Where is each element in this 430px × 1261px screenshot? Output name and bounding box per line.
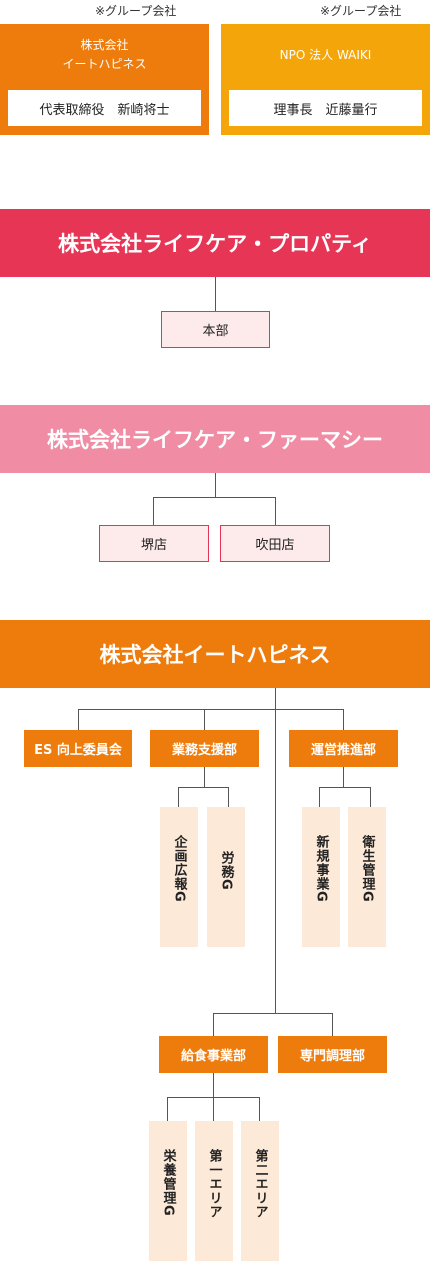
connector <box>213 1097 214 1121</box>
connector <box>215 277 216 311</box>
connector <box>178 787 229 788</box>
property-dept-honbu: 本部 <box>161 311 270 348</box>
group-eisei-kanri: 衛生管理G <box>348 807 386 947</box>
connector <box>178 787 179 807</box>
connector <box>332 1013 333 1036</box>
connector <box>343 767 344 787</box>
group-second-area: 第二エリア <box>241 1121 279 1261</box>
connector <box>343 709 344 730</box>
group-label: 衛生管理G <box>359 835 375 903</box>
group-eiyou-kanri: 栄養管理G <box>149 1121 187 1261</box>
group-first-area: 第一エリア <box>195 1121 233 1261</box>
group-label: 新規事業G <box>313 835 329 903</box>
group-roumu: 労務G <box>207 807 245 947</box>
npo-representative: 理事長 近藤量行 <box>229 90 422 126</box>
group-label: 栄養管理G <box>160 1149 176 1217</box>
connector <box>213 1013 333 1014</box>
connector <box>319 787 371 788</box>
connector <box>153 497 154 525</box>
group-label: 労務G <box>218 851 234 891</box>
group-label: 第一エリア <box>206 1149 222 1219</box>
connector <box>228 787 229 807</box>
group-kikaku-kouhou: 企画広報G <box>160 807 198 947</box>
connector <box>275 688 276 984</box>
group-title-line1: 株式会社 <box>80 38 129 52</box>
business-support-box: 業務支援部 <box>150 730 259 767</box>
eat-happiness-banner: 株式会社イートハピネス <box>0 620 430 688</box>
connector <box>78 709 79 730</box>
connector <box>275 984 276 1014</box>
specialized-cooking-box: 専門調理部 <box>278 1036 387 1073</box>
group-shinki-jigyou: 新規事業G <box>302 807 340 947</box>
pharmacy-store-suita: 吹田店 <box>220 525 330 562</box>
connector <box>153 497 276 498</box>
group-note-1: ※グループ会社 <box>95 4 177 18</box>
pharmacy-store-sakai: 堺店 <box>99 525 209 562</box>
eat-happiness-group-box: 株式会社 イートハピネス 代表取締役 新崎将士 <box>0 24 209 135</box>
connector <box>259 1097 260 1121</box>
connector <box>319 787 320 807</box>
connector <box>213 1073 214 1097</box>
connector <box>204 709 205 730</box>
connector <box>204 767 205 787</box>
connector <box>213 1013 214 1036</box>
group-note-2: ※グループ会社 <box>320 4 402 18</box>
property-banner: 株式会社ライフケア・プロパティ <box>0 209 430 277</box>
group-label: 企画広報G <box>171 835 187 903</box>
catering-box: 給食事業部 <box>159 1036 268 1073</box>
pharmacy-banner: 株式会社ライフケア・ファーマシー <box>0 405 430 473</box>
operations-box: 運営推進部 <box>289 730 398 767</box>
npo-waiki-group-box: NPO 法人 WAIKI 理事長 近藤量行 <box>221 24 430 135</box>
connector <box>215 473 216 497</box>
group-label: 第二エリア <box>252 1149 268 1219</box>
connector <box>275 497 276 525</box>
npo-title: NPO 法人 WAIKI <box>279 48 372 62</box>
connector <box>78 709 344 710</box>
es-committee-box: ES 向上委員会 <box>24 730 132 767</box>
group-representative: 代表取締役 新崎将士 <box>8 90 201 126</box>
connector <box>167 1097 168 1121</box>
connector <box>370 787 371 807</box>
group-title-line2: イートハピネス <box>62 57 147 71</box>
